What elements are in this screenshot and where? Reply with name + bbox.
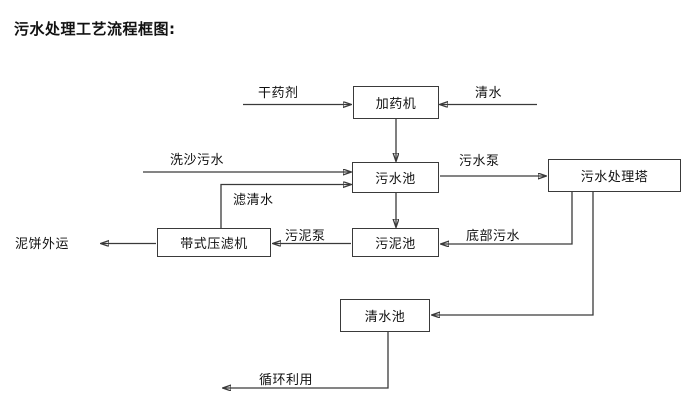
node-clean-water-pool[interactable]: 清水池	[340, 299, 430, 332]
label-filtered-clear-water: 滤清水	[233, 193, 274, 208]
node-label: 污水池	[375, 172, 416, 187]
node-belt-filter-press[interactable]: 带式压滤机	[157, 228, 271, 257]
node-sludge-pool[interactable]: 污泥池	[352, 228, 439, 257]
page-title: 污水处理工艺流程框图:	[14, 20, 176, 38]
label-dry-chemical: 干药剂	[258, 86, 299, 101]
label-mud-cake-out: 泥饼外运	[15, 237, 70, 252]
node-label: 带式压滤机	[180, 237, 248, 252]
label-sludge-pump: 污泥泵	[285, 229, 326, 244]
wire-tower-to-clean-water-pool	[432, 192, 594, 315]
node-label: 污泥池	[375, 237, 416, 252]
label-sand-wash-wastewater: 洗沙污水	[170, 153, 225, 168]
node-wastewater-pool[interactable]: 污水池	[352, 162, 439, 193]
node-treatment-tower[interactable]: 污水处理塔	[548, 159, 681, 192]
node-label: 清水池	[364, 310, 406, 325]
node-label: 加药机	[375, 97, 417, 112]
label-wastewater-pump: 污水泵	[459, 154, 500, 169]
label-clean-water-in: 清水	[475, 86, 503, 101]
node-label: 污水处理塔	[580, 170, 649, 185]
label-bottom-wastewater: 底部污水	[466, 229, 521, 244]
label-recycle-use: 循环利用	[259, 373, 314, 388]
node-dosing-machine[interactable]: 加药机	[353, 86, 439, 119]
